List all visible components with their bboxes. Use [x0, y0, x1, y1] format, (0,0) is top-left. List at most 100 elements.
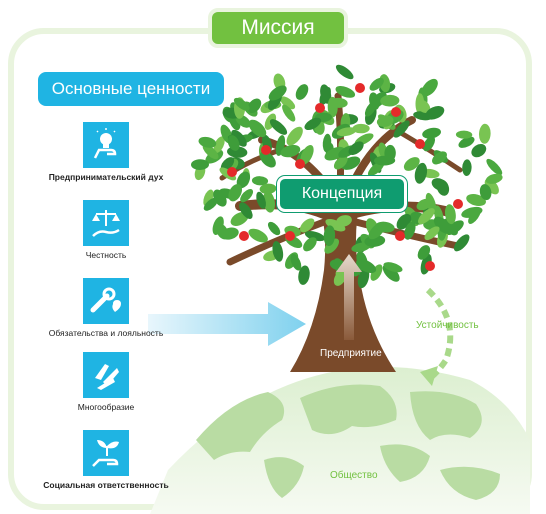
value-label: Честность: [85, 250, 127, 260]
leaf: [424, 226, 440, 241]
leaf: [251, 176, 269, 186]
scales-hand-icon: [83, 200, 129, 246]
leaf: [357, 267, 370, 289]
apple: [295, 159, 305, 169]
apple: [453, 199, 463, 209]
leaf: [239, 202, 253, 219]
leaf: [458, 136, 475, 148]
leaf: [213, 189, 227, 207]
leaf: [471, 143, 487, 158]
leaf: [348, 141, 364, 156]
leaf: [455, 130, 473, 139]
sustainability-arrow: [420, 287, 454, 386]
sustainability-label: Устойчивость: [416, 320, 479, 331]
tree-apples: [227, 83, 463, 271]
apple: [239, 231, 249, 241]
apple: [395, 231, 405, 241]
tree-leaves: [191, 64, 503, 289]
leaf: [198, 136, 217, 148]
leaf: [453, 234, 470, 252]
leaf: [286, 126, 303, 146]
leaf: [393, 120, 410, 138]
leaf: [282, 104, 296, 122]
value-honesty: Честность: [36, 200, 176, 260]
leaf: [351, 242, 371, 253]
leaf: [280, 96, 296, 110]
apple: [261, 145, 271, 155]
globe: [150, 366, 530, 514]
enterprise-label: Предприятие: [320, 348, 382, 359]
value-label: Социальная ответственность: [43, 480, 169, 490]
leaf: [486, 158, 503, 176]
leaf: [404, 221, 416, 240]
growth-up-arrow: [336, 254, 362, 340]
leaf: [268, 85, 287, 101]
leaf: [421, 78, 438, 97]
leaf: [479, 184, 492, 201]
leaf: [468, 207, 481, 224]
leaf: [248, 119, 267, 138]
leaf: [416, 99, 431, 113]
lightbulb-hand-icon: [83, 122, 129, 168]
leaf: [228, 184, 242, 202]
leaf: [444, 204, 456, 225]
society-label: Общество: [330, 470, 378, 481]
leaf: [433, 216, 452, 234]
leaf: [462, 159, 472, 176]
value-social-responsibility: Социальная ответственность: [36, 430, 176, 490]
leaf: [267, 221, 281, 236]
leaf: [336, 215, 352, 227]
leaf: [227, 135, 240, 151]
apple: [391, 107, 401, 117]
leaf: [356, 259, 377, 274]
leaf: [247, 98, 262, 114]
leaf: [236, 171, 251, 189]
leaf: [295, 84, 309, 100]
leaf: [335, 64, 354, 80]
leaf: [485, 173, 503, 184]
leaf: [425, 105, 445, 120]
leaf: [298, 265, 310, 285]
leaf: [256, 191, 266, 209]
leaf: [414, 162, 428, 184]
leaf: [325, 218, 346, 232]
leaf: [369, 92, 380, 110]
leaf: [259, 151, 276, 168]
apple: [285, 231, 295, 241]
leaf: [324, 238, 339, 254]
leaf: [259, 183, 277, 195]
leaf: [290, 254, 302, 271]
leaf: [280, 144, 301, 158]
leaf: [417, 245, 431, 260]
leaf: [304, 117, 322, 131]
leaf: [432, 151, 447, 165]
hands-stack-icon: [83, 352, 129, 398]
leaf: [352, 123, 370, 134]
leaf: [203, 197, 219, 211]
value-label: Обязательства и лояльность: [48, 328, 164, 338]
leaf: [303, 237, 317, 252]
value-diversity: Многообразие: [36, 352, 176, 412]
leaf: [240, 189, 254, 203]
leaf: [418, 208, 435, 225]
leaf: [384, 144, 396, 162]
value-commitment: Обязательства и лояльность: [36, 278, 176, 338]
leaf: [191, 159, 209, 171]
leaf: [335, 86, 356, 98]
mission-badge: Миссия: [208, 8, 348, 48]
concept-box: Концепция: [277, 176, 407, 212]
apple: [415, 139, 425, 149]
leaf: [233, 97, 250, 111]
leaf: [383, 262, 403, 273]
leaf: [478, 123, 491, 144]
leaf: [216, 223, 229, 240]
leaf: [423, 136, 436, 152]
apple: [355, 83, 365, 93]
leaf: [231, 129, 247, 147]
leaf: [300, 218, 315, 233]
leaf: [300, 144, 314, 165]
leaf: [370, 264, 383, 281]
leaf: [202, 144, 219, 160]
core-values-title: Основные ценности: [38, 72, 224, 106]
